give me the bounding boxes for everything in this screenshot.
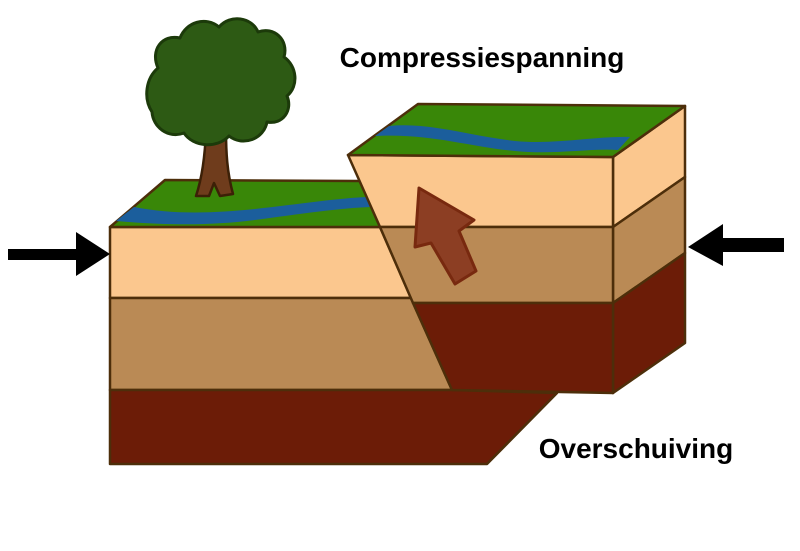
hanging-wall-bedrock-layer [411, 301, 615, 395]
river-hanging-wall [375, 125, 630, 153]
tree-trunk [194, 128, 235, 198]
diagram-root: Compressiespanning Overschuiving [8, 17, 784, 466]
tree-canopy [145, 17, 297, 147]
slip-direction-arrow [413, 186, 478, 286]
slip-arrow-shape [413, 186, 478, 286]
tree [145, 17, 297, 198]
footwall-bedrock-layer [108, 388, 559, 466]
compression-arrow-right-icon [688, 224, 784, 266]
footwall-clay-layer [108, 296, 454, 392]
tree-canopy-shape [145, 17, 297, 147]
river-footwall [116, 197, 371, 225]
footwall-block [108, 178, 559, 466]
compression-label: Compressiespanning [340, 42, 625, 73]
footwall-sand-layer [108, 225, 413, 300]
hanging-wall-block [346, 102, 687, 395]
compression-arrow-left-icon [8, 232, 110, 276]
hanging-wall-sand-layer [346, 153, 615, 229]
thrust-label: Overschuiving [539, 433, 734, 464]
tree-trunk-shape [194, 128, 235, 198]
